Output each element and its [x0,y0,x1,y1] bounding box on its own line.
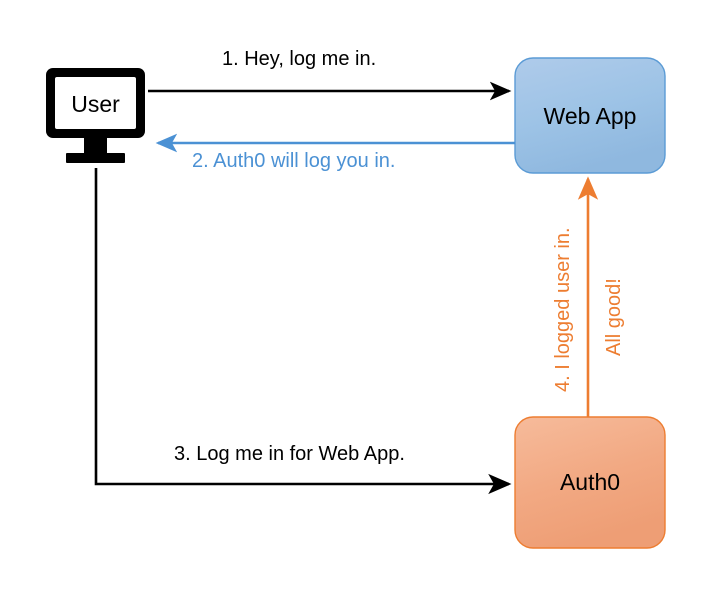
edge-1-label: 1. Hey, log me in. [222,48,377,70]
edge-3-label: 3. Log me in for Web App. [174,443,405,465]
user-label: User [71,91,120,117]
auth0-label: Auth0 [559,469,621,495]
monitor-icon [46,68,145,163]
edge-4-secondary-label: All good! [603,278,625,356]
edge-3-connector [94,168,512,495]
edge-4-label: 4. I logged user in. [552,227,574,392]
auth0-shape[interactable] [514,416,666,549]
edge-2-label: 2. Auth0 will log you in. [192,150,396,172]
web-app-label: Web App [543,103,637,129]
web-app-shape[interactable] [514,57,666,174]
